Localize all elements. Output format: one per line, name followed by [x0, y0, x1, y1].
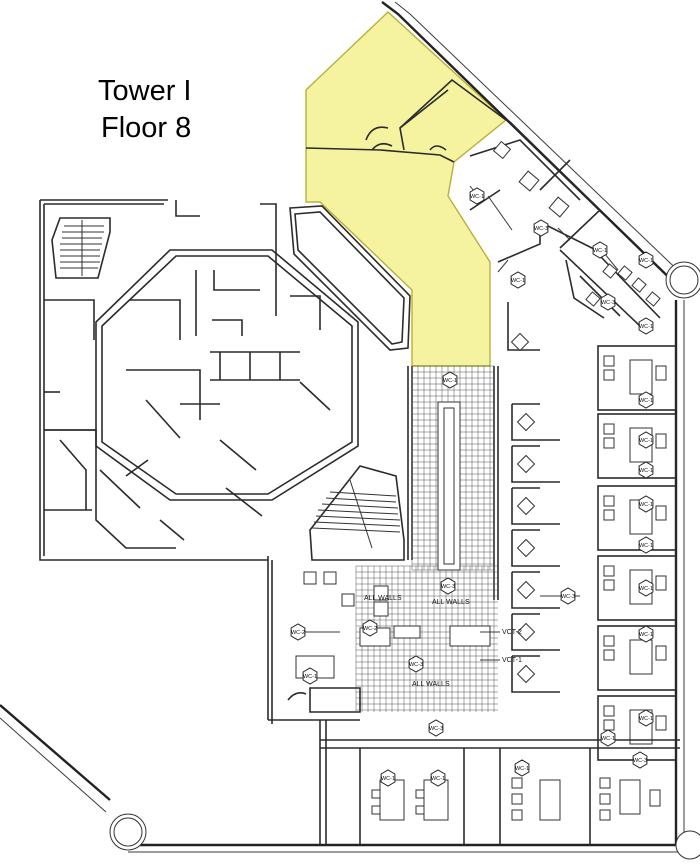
finish-tag: WC-3	[408, 655, 424, 673]
svg-text:WC-1: WC-1	[601, 736, 615, 742]
right-office-row	[597, 345, 677, 761]
stair-lower	[309, 465, 405, 561]
svg-text:WC-3: WC-3	[561, 594, 575, 600]
svg-text:WC-1: WC-1	[443, 378, 457, 384]
wedge-furniture	[492, 140, 661, 352]
finish-tag: WC-1	[638, 251, 654, 269]
middle-cubicles	[507, 302, 560, 693]
corner-columns	[109, 261, 700, 860]
note-all-walls-1: ALL WALLS	[364, 595, 402, 602]
finish-tag: WC-1	[510, 271, 526, 289]
title-line-2: Floor 8	[101, 112, 191, 144]
svg-text:WC-1: WC-1	[639, 716, 653, 722]
svg-text:WC-1: WC-1	[639, 398, 653, 404]
stair-upper	[51, 217, 111, 279]
svg-text:WC-1: WC-1	[431, 776, 445, 782]
finish-tag: WC-3	[560, 587, 576, 605]
svg-text:WC-1: WC-1	[593, 248, 607, 254]
finish-tag: WC-3	[600, 293, 616, 311]
finish-tag: WC-3	[440, 577, 456, 595]
note-all-walls-2: ALL WALLS	[432, 599, 470, 606]
svg-text:WC-1: WC-1	[639, 324, 653, 330]
note-vct-2: VCT-2	[502, 629, 522, 636]
svg-text:WC-2: WC-2	[363, 626, 377, 632]
finish-tag: WC-1	[638, 317, 654, 335]
note-vct-1: VCT-1	[502, 657, 522, 664]
svg-text:WC-3: WC-3	[409, 662, 423, 668]
finish-tag: WC-1	[380, 769, 396, 787]
svg-text:WC-1: WC-1	[639, 438, 653, 444]
finish-tag: WC-1	[638, 461, 654, 479]
finish-tags: WC-1WC-3WC-1WC-3WC-1WC-1WC-3WC-1WC-1WC-1…	[290, 187, 654, 787]
core-walls	[39, 199, 360, 724]
lobby-furniture	[287, 571, 389, 713]
finish-tag: WC-1	[638, 625, 654, 643]
finish-tag: WC-1	[592, 241, 608, 259]
inner-core	[95, 249, 359, 501]
svg-text:WC-3: WC-3	[429, 726, 443, 732]
finish-tag: WC-3	[632, 751, 648, 769]
finish-tag: WC-2	[290, 623, 306, 641]
finish-tag: WC-1	[638, 495, 654, 513]
finish-tag: WC-1	[469, 187, 485, 205]
highlighted-suite-area[interactable]	[305, 11, 508, 367]
svg-text:WC-1: WC-1	[639, 632, 653, 638]
finish-tag: WC-1	[638, 431, 654, 449]
bottom-furniture	[371, 777, 661, 821]
central-pillar	[289, 205, 411, 351]
svg-text:WC-3: WC-3	[534, 226, 548, 232]
finish-tag: WC-3	[428, 719, 444, 737]
note-all-walls-3: ALL WALLS	[412, 681, 450, 688]
finish-tag: WC-1	[600, 729, 616, 747]
finish-tag: WC-1	[638, 709, 654, 727]
corridor-inner	[359, 401, 491, 647]
svg-text:WC-1: WC-1	[639, 258, 653, 264]
svg-text:WC-1: WC-1	[639, 586, 653, 592]
finish-tag: WC-3	[533, 219, 549, 237]
svg-text:WC-3: WC-3	[441, 584, 455, 590]
svg-text:WC-1: WC-1	[381, 776, 395, 782]
left-offices	[44, 429, 263, 549]
finish-tag: WC-1	[638, 536, 654, 554]
finish-tag: WC-1	[638, 391, 654, 409]
suite-partitions	[305, 78, 507, 163]
svg-text:WC-1: WC-1	[515, 766, 529, 772]
svg-text:WC-3: WC-3	[601, 300, 615, 306]
finish-tag: WC-1	[442, 371, 458, 389]
finish-tag: WC-2	[362, 619, 378, 637]
svg-text:WC-2: WC-2	[291, 630, 305, 636]
svg-text:WC-1: WC-1	[470, 194, 484, 200]
finish-tag: WC-1	[302, 667, 318, 685]
svg-text:WC-1: WC-1	[639, 502, 653, 508]
finish-tag: WC-1	[638, 579, 654, 597]
finish-tag: WC-1	[514, 759, 530, 777]
svg-text:WC-1: WC-1	[511, 278, 525, 284]
svg-text:WC-3: WC-3	[633, 758, 647, 764]
svg-text:WC-1: WC-1	[639, 468, 653, 474]
finish-tag: WC-1	[430, 769, 446, 787]
svg-text:WC-1: WC-1	[639, 543, 653, 549]
bottom-offices	[319, 720, 680, 845]
title-line-1: Tower I	[98, 75, 191, 107]
svg-text:WC-1: WC-1	[303, 674, 317, 680]
